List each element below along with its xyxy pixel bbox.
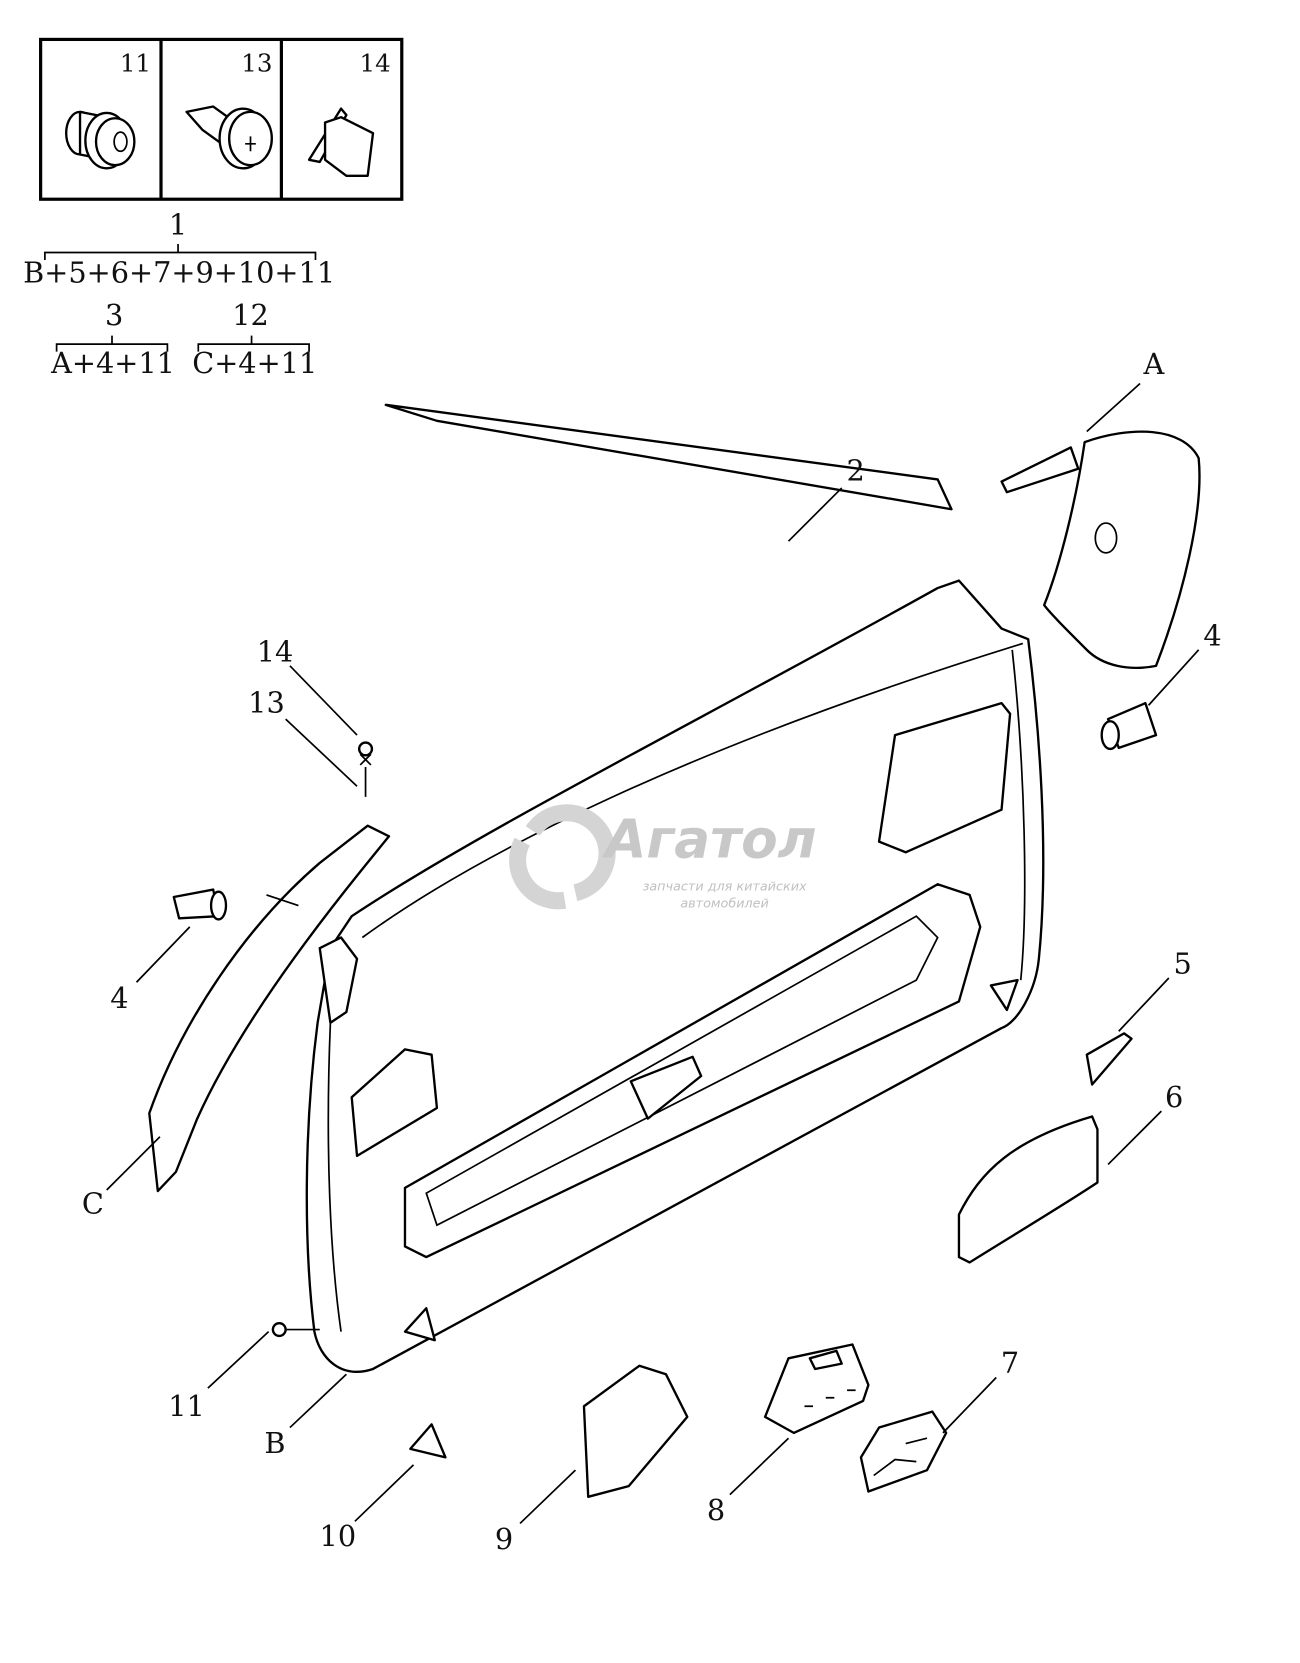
assembly-12: 12 C+4+11 [192,298,317,380]
part-10-cap [409,1423,447,1459]
fastener-13-marker [359,753,372,797]
part-4-clip-left [172,888,228,921]
assembly-contents: A+4+11 [50,346,175,380]
callout-4: 4 [1203,619,1221,653]
watermark-brand: Агатол [601,809,816,871]
assembly-number: 12 [232,298,269,332]
callout-7: 7 [1001,1346,1019,1380]
legend-number: 11 [120,48,151,77]
assembly-contents: B+5+6+7+9+10+11 [23,255,335,289]
screw-icon [185,105,273,170]
leader-lines [106,382,1200,1525]
callout-9: 9 [495,1522,513,1556]
clip-icon [65,110,136,170]
callout-13: 13 [248,686,285,720]
watermark-logo-icon [509,804,616,910]
fastener-11-marker [271,1321,320,1338]
assembly-contents: C+4+11 [192,346,317,380]
part-2-upper-rail [384,403,953,511]
watermark-tagline: запчасти для китайских [643,880,807,895]
part-a-pillar-trim [1000,430,1201,669]
assembly-number: 3 [105,298,123,332]
callout-6: 6 [1165,1080,1183,1114]
fastener-legend: 11 13 14 [39,37,404,201]
callout-b: B [264,1426,285,1460]
callout-14: 14 [257,635,294,669]
nut-clip-icon [307,107,375,177]
assembly-1: 1 B+5+6+7+9+10+11 [23,207,335,289]
part-5-cover [1085,1032,1133,1086]
part-9-panel [582,1364,689,1498]
assembly-3: 3 A+4+11 [50,298,175,380]
callout-10: 10 [320,1519,357,1553]
part-b-main-trim [305,579,1045,1373]
watermark: Агатол запчасти для китайских автомобиле… [509,804,817,912]
part-7-switch-cover [859,1410,948,1493]
callout-2: 2 [846,453,864,487]
part-c-side-pillar [148,824,391,1193]
part-6-panel [957,1115,1099,1264]
callout-8: 8 [707,1493,725,1527]
callout-labels: A 2 14 13 4 4 5 6 C 11 B 7 10 9 8 [82,347,1222,1556]
watermark-tagline: автомобилей [680,897,769,912]
callout-c: C [82,1186,104,1220]
callout-4: 4 [110,981,128,1015]
legend-number: 14 [360,48,391,77]
callout-a: A [1143,347,1166,381]
callout-5: 5 [1174,947,1192,981]
callout-11: 11 [168,1389,205,1423]
fastener-14-marker [357,741,374,757]
part-4-clip-right [1100,701,1158,751]
part-8-switch-housing [763,1343,870,1435]
assembly-number: 1 [169,207,187,241]
legend-number: 13 [241,48,272,77]
